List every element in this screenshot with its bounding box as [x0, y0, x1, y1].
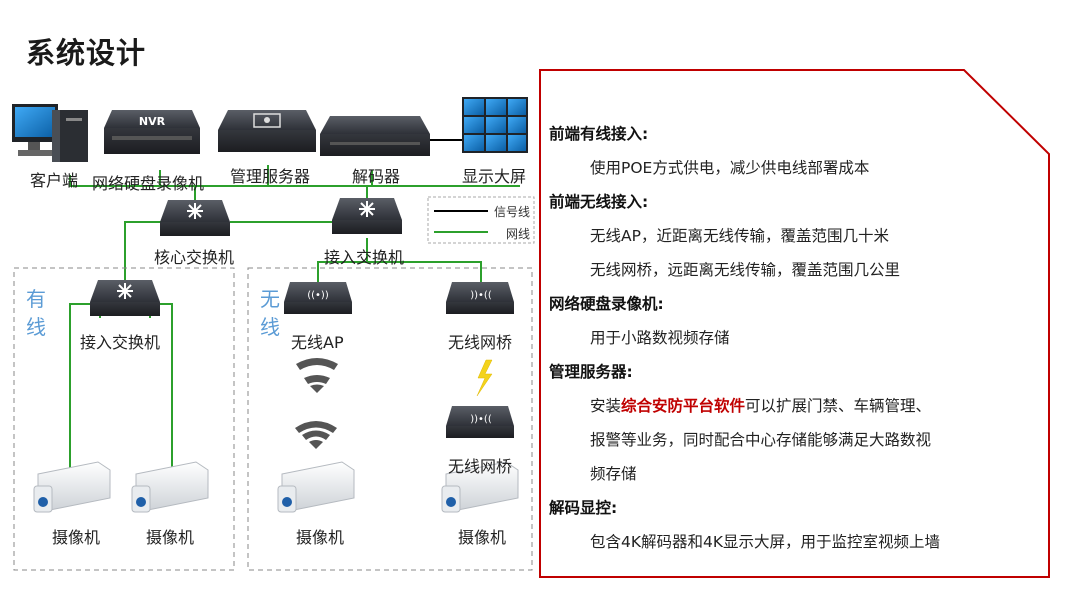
page-title: 系统设计: [26, 36, 147, 70]
wireless-ap-label: 无线AP: [291, 333, 344, 352]
legend-network-label: 网线: [506, 227, 531, 241]
section-wired-title: 前端有线接入:: [549, 125, 649, 143]
wireless-bridge-top-label: 无线网桥: [448, 333, 513, 352]
section-nvr-title: 网络硬盘录像机:: [549, 295, 664, 313]
wireless-ap-icon: ((•)): [284, 282, 352, 314]
info-panel-border: [539, 69, 1050, 578]
legend-signal-label: 信号线: [494, 205, 531, 219]
section-server-line-3: 频存储: [590, 465, 637, 483]
video-wall-icon: [462, 97, 528, 153]
nvr-badge: NVR: [139, 115, 166, 128]
info-panel: 前端有线接入: 使用POE方式供电，减少供电线部署成本 前端无线接入: 无线AP…: [548, 117, 1048, 559]
section-nvr-line: 用于小路数视频存储: [590, 329, 730, 347]
camera-3-label: 摄像机: [296, 528, 345, 547]
section-server-line-1: 安装综合安防平台软件可以扩展门禁、车辆管理、: [548, 389, 1048, 423]
section-server-line-2: 报警等业务，同时配合中心存储能够满足大路数视: [590, 431, 932, 449]
section-wireless-line-1: 无线AP，近距离无线传输，覆盖范围几十米: [590, 227, 889, 245]
section-decode-title: 解码显控:: [549, 499, 618, 517]
wireless-bridge-top-icon: ))•((: [446, 282, 514, 314]
access-switch-wired-label: 接入交换机: [80, 333, 161, 352]
camera-4-icon: [441, 461, 519, 513]
section-server-title: 管理服务器:: [549, 363, 633, 381]
client-label: 客户端: [30, 171, 79, 190]
display-label: 显示大屏: [462, 167, 527, 186]
legend: [427, 196, 535, 244]
camera-1-icon: [33, 461, 111, 513]
wifi-icon: [295, 421, 337, 449]
wireless-zone-label: 无线: [260, 287, 280, 339]
signal-waves-icon: [296, 358, 338, 393]
section-wired-line: 使用POE方式供电，减少供电线部署成本: [590, 159, 870, 177]
platform-software-highlight: 综合安防平台软件: [621, 397, 746, 415]
camera-4-label: 摄像机: [458, 528, 507, 547]
server-line-post: 可以扩展门禁、车辆管理、: [745, 397, 932, 415]
access-switch-top-label: 接入交换机: [324, 248, 405, 267]
section-wireless-title: 前端无线接入:: [549, 193, 649, 211]
mgmt-server-icon: [218, 110, 316, 152]
wireless-bridge-bottom-icon: ))•((: [446, 406, 514, 438]
wired-zone-label: 有线: [26, 287, 46, 339]
section-decode-line: 包含4K解码器和4K显示大屏，用于监控室视频上墙: [590, 533, 941, 551]
nvr-label: 网络硬盘录像机: [92, 174, 205, 193]
section-wireless-line-2: 无线网桥，远距离无线传输，覆盖范围几公里: [590, 261, 901, 279]
mgmt-server-label: 管理服务器: [230, 167, 311, 186]
access-switch-wired-icon: [90, 280, 160, 316]
access-switch-top-icon: [332, 198, 402, 234]
decoder-icon: [320, 116, 430, 156]
client-pc-icon: [12, 104, 88, 162]
nvr-icon: NVR: [104, 110, 200, 154]
lightning-icon: [476, 359, 493, 397]
camera-3-icon: [277, 461, 355, 513]
server-line-pre: 安装: [590, 397, 622, 415]
camera-1-label: 摄像机: [52, 528, 101, 547]
decoder-label: 解码器: [352, 167, 401, 186]
core-switch-label: 核心交换机: [154, 248, 235, 267]
camera-2-icon: [131, 461, 209, 513]
core-switch-icon: [160, 200, 230, 236]
wired-zone: [13, 267, 235, 571]
wireless-zone: [247, 267, 533, 571]
svg-text:((•)): ((•)): [307, 290, 329, 301]
camera-2-label: 摄像机: [146, 528, 195, 547]
svg-text:))•((: ))•((: [470, 414, 492, 425]
wireless-bridge-bottom-label: 无线网桥: [448, 457, 513, 476]
svg-text:))•((: ))•((: [470, 290, 492, 301]
